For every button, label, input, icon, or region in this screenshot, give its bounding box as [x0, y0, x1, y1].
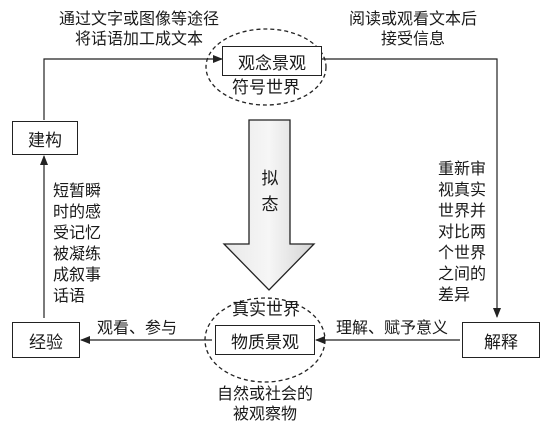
material-landscape-label: 物质景观 [231, 332, 299, 353]
arrow-concept-to-interpret [322, 58, 501, 318]
top-left-label: 通过文字或图像等途径 将话语加工成文本 [44, 9, 234, 49]
experience-box: 经验 [12, 322, 80, 358]
right-side-label: 重新审 视真实 世界并 对比两 个世界 之间的 差异 [438, 159, 487, 304]
top-left-line-1: 通过文字或图像等途径 [58, 9, 219, 28]
top-left-line-2: 将话语加工成文本 [74, 29, 203, 48]
top-right-label: 阅读或观看文本后 接受信息 [333, 9, 493, 49]
bottom-caption: 自然或社会的 被观察物 [195, 384, 335, 424]
top-right-line-2: 接受信息 [380, 29, 445, 48]
left-side-label: 短暂瞬 时的感 受记忆 被凝练 成叙事 话语 [53, 181, 102, 305]
arrow-construct-to-concept [43, 55, 223, 120]
bottom-caption-line-1: 自然或社会的 [216, 384, 313, 403]
material-landscape-box: 物质景观 [215, 325, 315, 355]
bottom-right-label: 理解、赋予意义 [336, 318, 449, 337]
symbol-world-label: 符号世界 [232, 78, 300, 98]
mimesis-label: 拟 态 [261, 169, 279, 215]
construct-box: 建构 [12, 121, 78, 155]
bottom-caption-line-2: 被观察物 [232, 404, 297, 423]
concept-landscape-label: 观念景观 [238, 53, 306, 74]
interpret-label: 解释 [484, 332, 518, 353]
construct-label: 建构 [28, 130, 62, 151]
top-right-line-1: 阅读或观看文本后 [348, 9, 477, 28]
concept-ellipse [205, 28, 327, 106]
mimesis-block-arrow [222, 119, 316, 291]
real-world-label: 真实世界 [232, 300, 300, 320]
concept-landscape-box: 观念景观 [222, 46, 322, 76]
bottom-left-label: 观看、参与 [97, 318, 178, 337]
interpret-box: 解释 [462, 322, 540, 358]
experience-label: 经验 [29, 332, 63, 353]
